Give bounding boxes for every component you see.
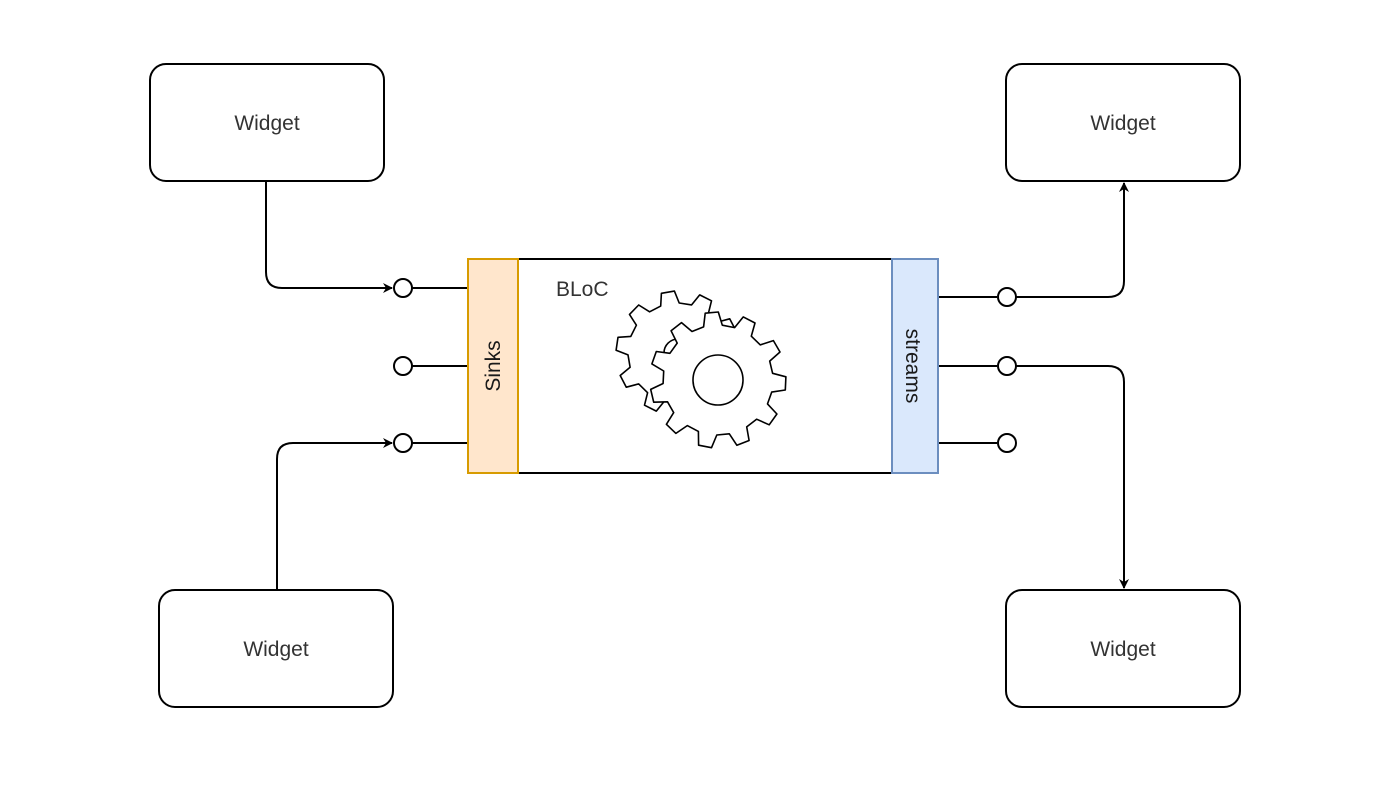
ports — [393, 278, 1017, 453]
streams-label: streams — [901, 329, 924, 404]
stream-port-3[interactable] — [997, 433, 1017, 453]
widget-box[interactable] — [158, 589, 394, 708]
streams-panel — [891, 258, 939, 474]
gear-front-hub — [692, 354, 744, 406]
sink-port-3[interactable] — [393, 433, 413, 453]
stream-port-2[interactable] — [997, 356, 1017, 376]
stream-port-1[interactable] — [997, 287, 1017, 307]
edges — [265, 182, 1129, 590]
widget-bottom-left[interactable]: Widget — [158, 589, 394, 708]
edge-top-left-widget-to-sink — [265, 182, 393, 293]
widget-top-left[interactable]: Widget — [149, 63, 385, 182]
sinks-label: Sinks — [482, 340, 505, 391]
gears-icon — [615, 290, 787, 449]
widget-top-right[interactable]: Widget — [1005, 63, 1241, 182]
widget-label: Widget — [243, 638, 309, 661]
sink-port-1[interactable] — [393, 278, 413, 298]
widget-box[interactable] — [1005, 589, 1241, 708]
widget-label: Widget — [1090, 638, 1156, 661]
edge-bottom-left-widget-to-sink — [276, 438, 393, 590]
widget-box[interactable] — [149, 63, 385, 182]
widget-bottom-right[interactable]: Widget — [1005, 589, 1241, 708]
edge-stream-to-top-right-widget — [1016, 182, 1129, 298]
bloc-label: BLoC — [556, 278, 609, 301]
sinks-panel — [467, 258, 519, 474]
widget-box[interactable] — [1005, 63, 1241, 182]
edge-stream-to-bottom-right-widget — [1016, 365, 1129, 589]
widget-label: Widget — [234, 112, 300, 135]
sink-port-2[interactable] — [393, 356, 413, 376]
bloc-block: BLoC Sinks streams — [467, 258, 939, 474]
widget-label: Widget — [1090, 112, 1156, 135]
